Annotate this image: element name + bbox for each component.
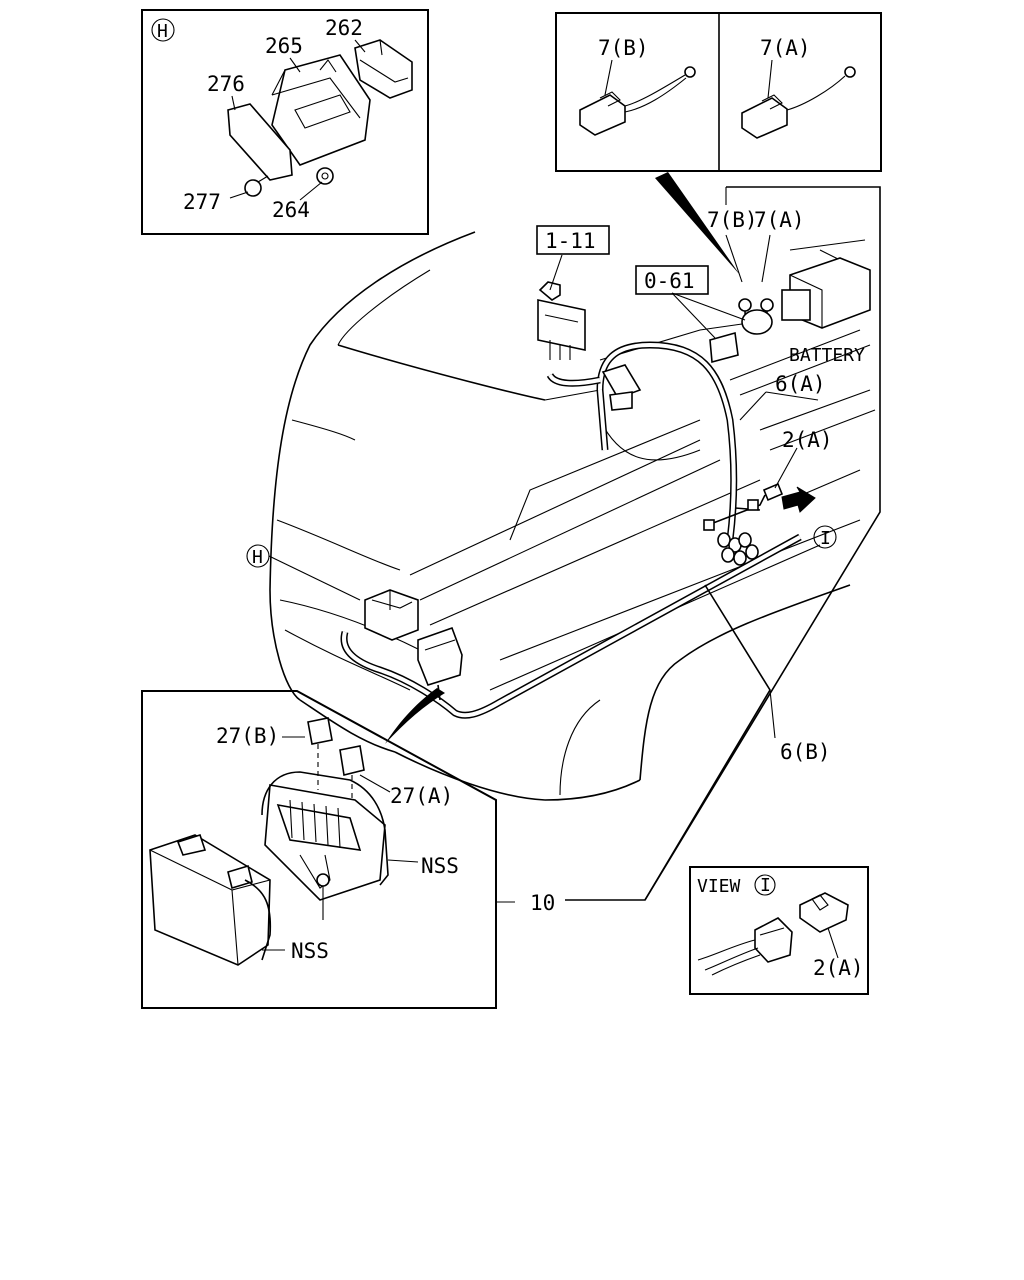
view-label-2a: 2(A) — [813, 956, 864, 980]
label-7a: 7(A) — [754, 208, 805, 232]
label-265: 265 — [265, 34, 303, 58]
label-7b: 7(B) — [707, 208, 758, 232]
connector-cluster — [703, 482, 784, 566]
view-label: VIEW — [697, 876, 741, 897]
label-277: 277 — [183, 190, 221, 214]
inset-h-box — [141, 9, 429, 235]
relay-block-1-11 — [537, 281, 642, 411]
label-6a: 6(A) — [775, 372, 826, 396]
ref-0-61-label: 0-61 — [644, 269, 695, 293]
inset-10-parts — [149, 717, 515, 966]
pointer-wedge-top — [655, 172, 740, 275]
view-circle — [754, 874, 776, 896]
label-nss-1: NSS — [421, 854, 459, 878]
circle-h-top-label: H — [157, 21, 168, 42]
inset-7b-part — [579, 59, 696, 136]
label-2a: 2(A) — [782, 428, 833, 452]
label-276: 276 — [207, 72, 245, 96]
circle-h-marker — [246, 544, 270, 568]
ground-terminals — [709, 298, 774, 364]
view-i-box — [689, 866, 869, 995]
ref-1-11-box — [536, 225, 610, 255]
view-i-parts — [697, 892, 849, 976]
label-7b-top: 7(B) — [598, 36, 649, 60]
frame-i-outline — [565, 186, 881, 901]
label-7a-top: 7(A) — [760, 36, 811, 60]
label-262: 262 — [325, 16, 363, 40]
ref-0-61-box — [635, 265, 709, 295]
label-6b: 6(B) — [780, 740, 831, 764]
view-circle-label: I — [760, 875, 771, 896]
view-arrow — [781, 486, 816, 513]
inset-10-box — [141, 690, 497, 1009]
circle-h-top — [151, 18, 175, 42]
ref-1-11-label: 1-11 — [545, 229, 596, 253]
inset-7a-part — [741, 59, 856, 139]
circle-h-mid-label: H — [252, 547, 263, 568]
label-264: 264 — [272, 198, 310, 222]
circle-i-marker — [813, 525, 837, 549]
label-27a: 27(A) — [390, 784, 453, 808]
battery-label: BATTERY — [789, 345, 865, 366]
inset-h-parts — [227, 39, 413, 201]
label-10: 10 — [530, 891, 555, 915]
battery — [781, 257, 871, 329]
label-nss-2: NSS — [291, 939, 329, 963]
module-h-location — [364, 589, 463, 701]
circle-i-label: I — [820, 528, 831, 549]
pointer-wedge-bottom — [385, 688, 445, 744]
label-27b: 27(B) — [216, 724, 279, 748]
main-harness — [340, 341, 802, 719]
